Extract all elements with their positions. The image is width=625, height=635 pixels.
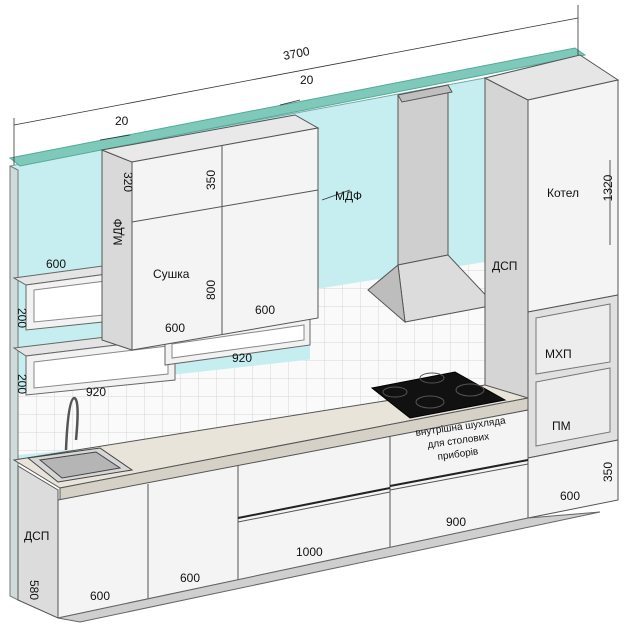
wall-top-edge bbox=[8, 47, 587, 167]
dim-shelf-top-width: 600 bbox=[46, 257, 66, 271]
tall-column bbox=[483, 54, 620, 519]
dim-shelf-top-height: 200 bbox=[15, 308, 29, 328]
dim-lines bbox=[13, 5, 611, 245]
dim-upper-depth: 320 bbox=[121, 172, 135, 192]
dim-upper-door-top: 350 bbox=[204, 170, 218, 190]
dim-base-w3: 1000 bbox=[296, 545, 323, 559]
label-drawer-note-3: приборів bbox=[437, 445, 479, 463]
dim-column-height: 1320 bbox=[601, 174, 615, 201]
dim-base-depth: 580 bbox=[27, 580, 41, 600]
sink bbox=[26, 396, 134, 483]
dim-upper-width-right: 600 bbox=[255, 303, 275, 317]
backsplash-tiles bbox=[18, 340, 485, 455]
dim-shelf-bottom-width: 920 bbox=[86, 385, 106, 399]
label-dishwasher: ПМ bbox=[552, 419, 571, 433]
cooker-hood bbox=[367, 84, 496, 324]
label-mdf-side: МДФ bbox=[111, 219, 125, 246]
dim-gap-left: 20 bbox=[115, 114, 129, 128]
label-dsp-base: ДСП bbox=[24, 529, 49, 543]
dim-base-w1: 600 bbox=[90, 589, 110, 603]
open-shelf-bottom bbox=[12, 329, 177, 396]
dim-gap-right: 20 bbox=[300, 73, 314, 87]
dim-column-base-height: 350 bbox=[601, 462, 615, 482]
dim-base-w2: 600 bbox=[180, 571, 200, 585]
dim-upper-width-left: 600 bbox=[165, 321, 185, 335]
label-mdf-upper: МДФ bbox=[335, 189, 362, 203]
dim-upper-door-main: 800 bbox=[204, 280, 218, 300]
dim-total-width: 3700 bbox=[282, 44, 311, 63]
open-shelf-top bbox=[12, 264, 124, 331]
dim-base-w4: 900 bbox=[446, 515, 466, 529]
dim-shelf-bottom-height: 200 bbox=[15, 374, 29, 394]
hob bbox=[370, 371, 507, 419]
label-microwave: МХП bbox=[545, 347, 572, 361]
dim-under-shelf-width: 920 bbox=[232, 351, 252, 365]
base-cabinets bbox=[17, 409, 601, 623]
label-boiler: Котел bbox=[547, 186, 579, 200]
label-dryer: Сушка bbox=[153, 267, 190, 281]
dim-column-base-width: 600 bbox=[560, 489, 580, 503]
label-dsp-column: ДСП bbox=[492, 259, 517, 273]
upper-cabinet bbox=[100, 114, 320, 351]
